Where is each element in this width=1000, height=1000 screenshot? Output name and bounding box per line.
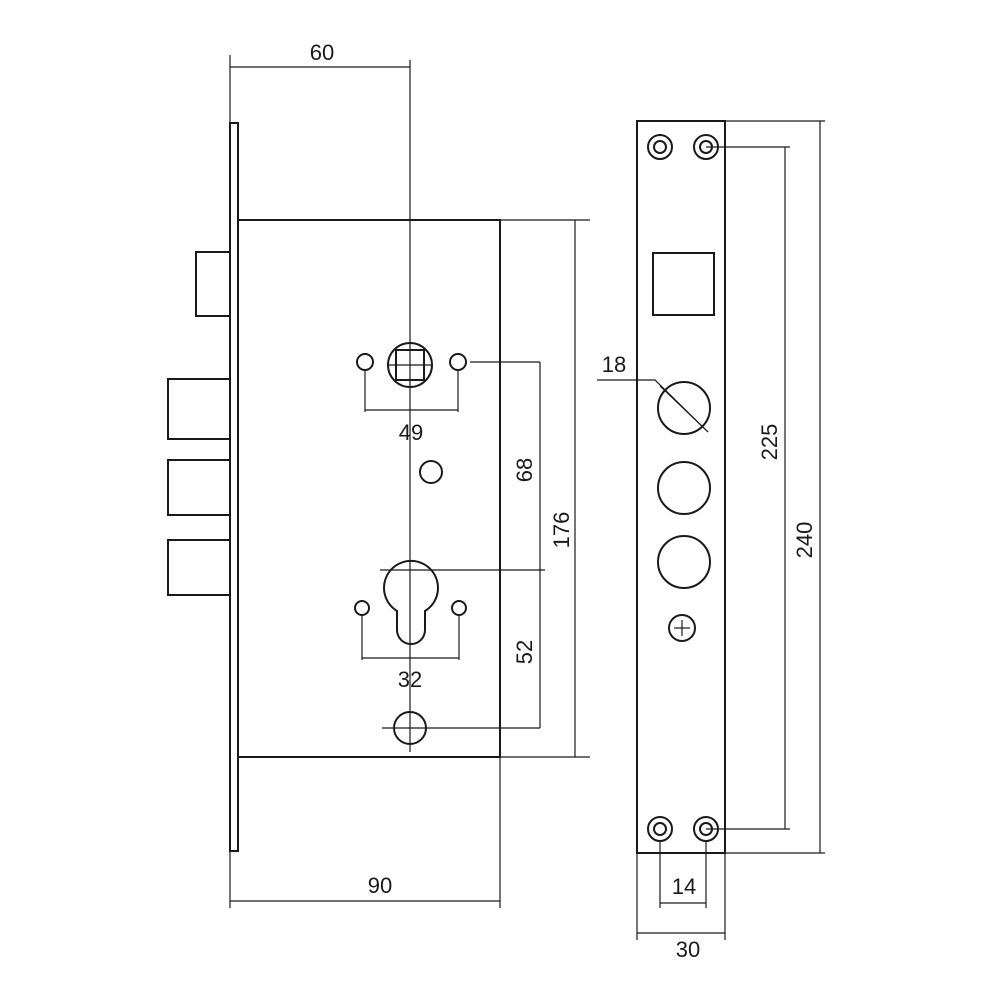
bolt-hole-2: [657, 461, 711, 515]
dead-bolt-3: [167, 539, 231, 596]
dim-label-32: 32: [398, 667, 422, 692]
lock-body-view: 49 32 68 52 176 60: [167, 40, 590, 908]
dead-bolt-1: [167, 378, 231, 440]
dim-label-52: 52: [512, 640, 537, 664]
cylinder-fix-hole-right: [451, 600, 467, 616]
faceplate: [636, 120, 726, 854]
spindle-fix-hole-left: [356, 353, 374, 371]
dim-label-49: 49: [399, 420, 423, 445]
bottom-screw-hole-left: [647, 816, 673, 842]
top-screw-hole-left: [647, 134, 673, 160]
cylinder-cutout: [383, 559, 439, 645]
cylinder-fix-hole-left: [354, 600, 370, 616]
small-hole: [419, 460, 443, 484]
leader-18: [597, 379, 709, 433]
dim-label-240: 240: [792, 522, 817, 559]
latch-bolt: [195, 251, 231, 317]
bolt-hole-3: [657, 535, 711, 589]
dead-bolt-2: [167, 459, 231, 516]
screw-symbol: [668, 614, 696, 642]
forend-plate: [229, 122, 239, 852]
spindle-fix-hole-right: [449, 353, 467, 371]
bolt-hole-1: [657, 381, 711, 435]
dim-label-176: 176: [549, 512, 574, 549]
dim-label-225: 225: [757, 424, 782, 461]
latch-opening: [652, 252, 715, 316]
dim-label-14: 14: [672, 874, 696, 899]
dim-label-30: 30: [676, 937, 700, 962]
lock-case: [237, 219, 501, 758]
dim-label-18: 18: [602, 352, 626, 377]
faceplate-view: 18 225 240 14 30: [597, 120, 825, 962]
dim-label-60: 60: [310, 40, 334, 65]
dim-label-68: 68: [512, 458, 537, 482]
dim-label-90: 90: [368, 873, 392, 898]
